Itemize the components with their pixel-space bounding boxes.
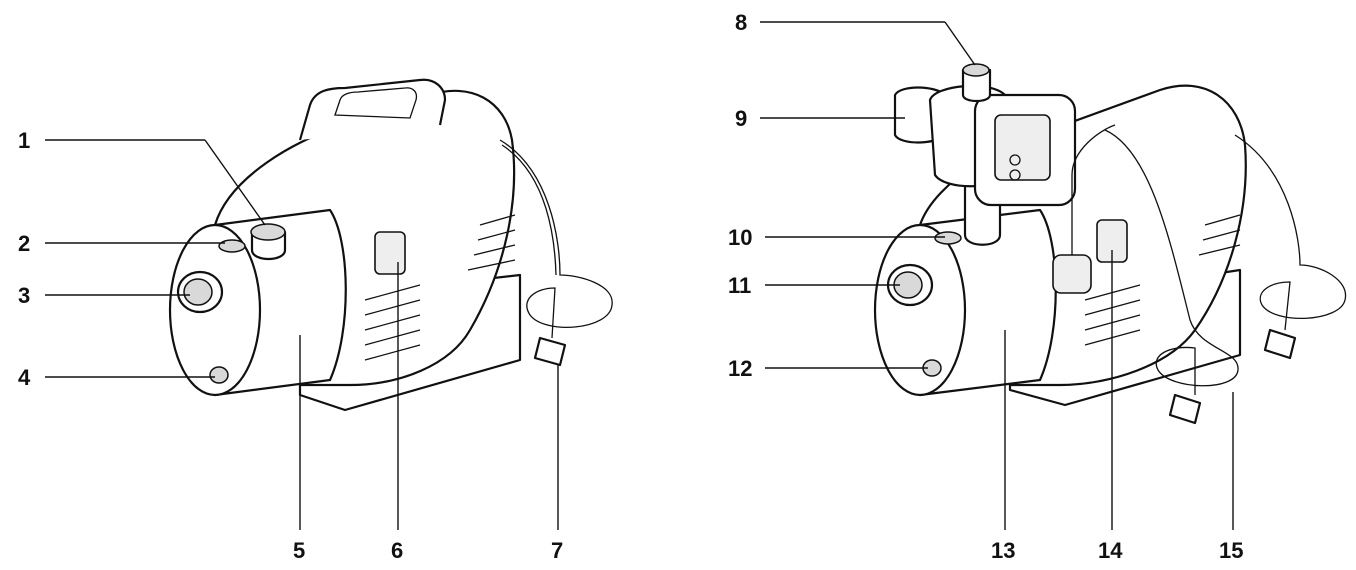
callout-6: 6 — [391, 538, 403, 563]
left-pump-handle — [298, 78, 447, 141]
callout-3: 3 — [18, 283, 30, 308]
right-pump-plug-1 — [1263, 328, 1297, 360]
left-pump-suction-inlet — [176, 270, 224, 314]
callout-8: 8 — [735, 10, 747, 35]
leader-1b — [204, 139, 266, 226]
left-pump-power-cord — [499, 139, 613, 339]
callout-2: 2 — [18, 231, 30, 256]
left-pump-filler-plug — [218, 239, 246, 253]
callout-1: 1 — [18, 128, 30, 153]
callout-5: 5 — [293, 538, 305, 563]
right-pump-switch-cord — [1104, 129, 1239, 395]
left-pump-plug — [533, 336, 567, 367]
right-pump-illustration — [873, 63, 1347, 425]
left-pump-switch — [374, 231, 406, 275]
right-pump-plug-2 — [1168, 393, 1202, 425]
right-pump-filler-plug — [934, 231, 962, 245]
callout-15: 15 — [1219, 538, 1243, 563]
right-pump-socket — [1052, 124, 1116, 294]
callout-14: 14 — [1098, 538, 1123, 563]
callout-10: 10 — [728, 225, 752, 250]
callout-13: 13 — [991, 538, 1015, 563]
left-pump-front-face — [168, 223, 262, 397]
callout-11: 11 — [728, 273, 751, 298]
left-pump-illustration — [168, 78, 613, 412]
callout-labels: 1 2 3 4 5 6 7 8 9 10 11 12 13 14 15 — [18, 10, 1243, 563]
left-pump-outlet — [250, 223, 287, 261]
right-pump-front-face — [873, 223, 967, 397]
right-pump-power-cord — [1234, 134, 1347, 331]
right-pump-suction-inlet — [886, 263, 934, 307]
callout-leaders — [45, 21, 1234, 530]
callout-12: 12 — [728, 356, 752, 381]
callout-9: 9 — [735, 106, 747, 131]
callout-7: 7 — [551, 538, 563, 563]
leader-8b — [944, 21, 976, 66]
left-pump-drain-plug — [209, 366, 229, 384]
callout-4: 4 — [18, 365, 31, 390]
left-pump-vents — [364, 214, 516, 361]
right-pump-pressure-switch — [893, 63, 1077, 207]
